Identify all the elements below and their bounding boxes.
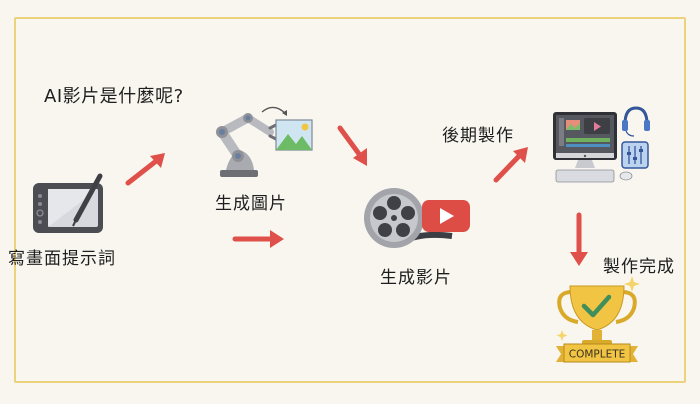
step-label-done: 製作完成	[603, 257, 675, 277]
step-label-prompt: 寫畫面提示詞	[8, 249, 116, 269]
film-reel-play-icon	[364, 188, 470, 248]
drawing-tablet-icon	[33, 173, 103, 233]
step-label-video: 生成影片	[380, 268, 452, 288]
diagram-frame	[14, 17, 686, 383]
arrow-up-right-icon	[125, 153, 165, 186]
trophy-banner-text: COMPLETE	[569, 349, 626, 361]
robot-arm-image-icon	[216, 106, 313, 177]
arrow-up-right-icon	[493, 147, 528, 183]
editing-workstation-icon	[553, 106, 650, 183]
diagram-title: AI影片是什麼呢?	[44, 86, 184, 107]
trophy-icon: COMPLETE	[556, 276, 640, 363]
arrow-down-icon	[570, 212, 588, 266]
step-label-post: 後期製作	[442, 126, 514, 146]
arrow-right-icon	[232, 230, 284, 248]
arrow-down-right-icon	[337, 125, 367, 166]
step-label-image: 生成圖片	[215, 194, 287, 214]
